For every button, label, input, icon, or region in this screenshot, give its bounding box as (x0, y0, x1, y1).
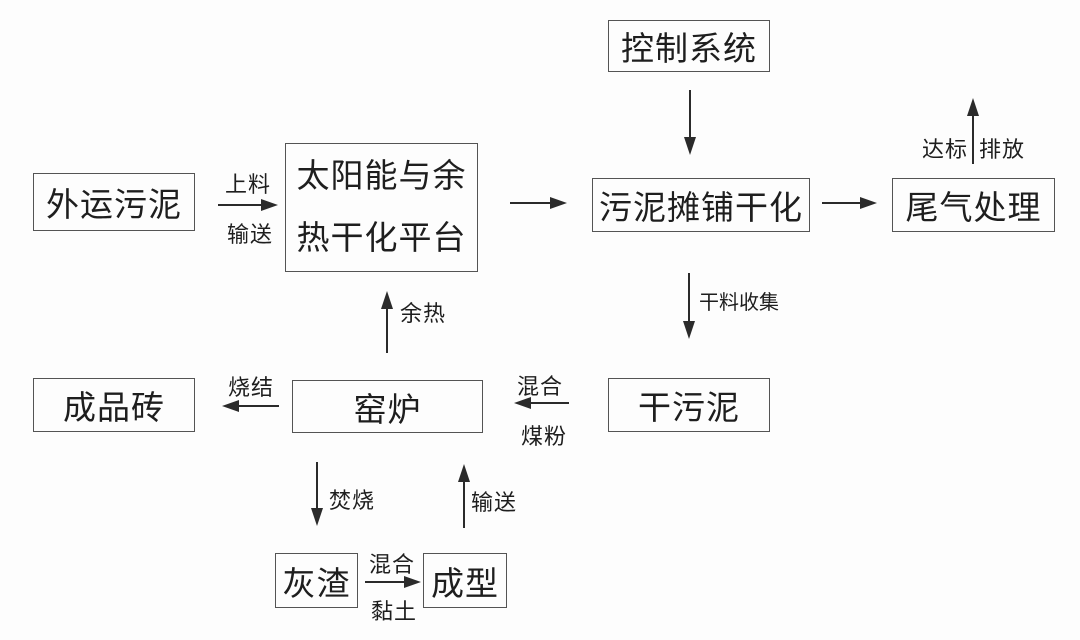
node-ash: 灰渣 (275, 553, 358, 608)
node-dry-sludge: 干污泥 (608, 378, 770, 432)
label-incineration: 焚烧 (329, 488, 376, 513)
node-solar-platform: 太阳能与余 热干化平台 (285, 143, 478, 272)
node-sludge-spreading: 污泥摊铺干化 (592, 178, 810, 232)
arrow-waste-heat (381, 291, 393, 353)
label-feed-bottom: 输送 (227, 222, 274, 247)
arrow-shaft (316, 462, 318, 511)
label-waste-heat: 余热 (400, 301, 447, 326)
label-mix-clay-top: 混合 (369, 552, 416, 577)
arrow-shaft (510, 202, 553, 204)
arrow-discharge (967, 98, 979, 164)
node-solar-platform-line1: 太阳能与余 (296, 158, 467, 195)
arrow-dry-collection (683, 273, 695, 339)
arrow-shaft (218, 204, 264, 206)
node-forming: 成型 (423, 553, 507, 608)
arrow-head (683, 321, 695, 339)
node-finished-brick: 成品砖 (33, 378, 195, 432)
arrow-head (261, 199, 278, 211)
arrow-shaft (365, 581, 407, 583)
arrow-shaft (236, 405, 279, 407)
label-mix-coal-top: 混合 (517, 374, 564, 399)
label-mix-clay-bottom: 黏土 (371, 599, 418, 624)
arrow-control-to-spreading (684, 90, 696, 155)
arrow-kiln-to-brick (222, 400, 279, 412)
node-control-system: 控制系统 (608, 20, 770, 72)
arrow-ash-to-forming (365, 576, 421, 588)
arrow-shaft (528, 402, 569, 404)
arrow-feed-conveying (218, 199, 278, 211)
arrow-head (311, 508, 323, 526)
label-sintering: 烧结 (228, 375, 275, 400)
label-standard-met: 达标 (922, 137, 969, 162)
label-discharge: 排放 (979, 137, 1026, 162)
label-feed-top: 上料 (225, 172, 272, 197)
arrow-solar-to-spreading (510, 197, 567, 209)
arrow-head (222, 400, 239, 412)
label-conveying: 输送 (471, 490, 518, 515)
arrow-shaft (972, 113, 974, 164)
arrow-head (550, 197, 567, 209)
arrow-forming-to-kiln (458, 464, 470, 528)
arrow-shaft (822, 202, 863, 204)
arrow-incineration (311, 462, 323, 526)
node-solar-platform-line2: 热干化平台 (296, 220, 467, 257)
arrow-head (684, 137, 696, 155)
arrow-head (381, 291, 393, 309)
arrow-shaft (463, 479, 465, 528)
arrow-drysludge-to-kiln (514, 397, 569, 409)
arrow-head (404, 576, 421, 588)
arrow-head (860, 197, 877, 209)
node-tail-gas: 尾气处理 (892, 178, 1055, 232)
arrow-head (514, 397, 531, 409)
label-mix-coal-bottom: 煤粉 (521, 424, 568, 449)
node-external-sludge: 外运污泥 (33, 173, 195, 231)
label-dry-collection: 干料收集 (699, 292, 779, 314)
arrow-shaft (688, 273, 690, 324)
arrow-shaft (386, 306, 388, 353)
node-kiln: 窑炉 (292, 380, 483, 433)
arrow-head (967, 98, 979, 116)
arrow-spreading-to-tailgas (822, 197, 877, 209)
arrow-shaft (689, 90, 691, 140)
arrow-head (458, 464, 470, 482)
